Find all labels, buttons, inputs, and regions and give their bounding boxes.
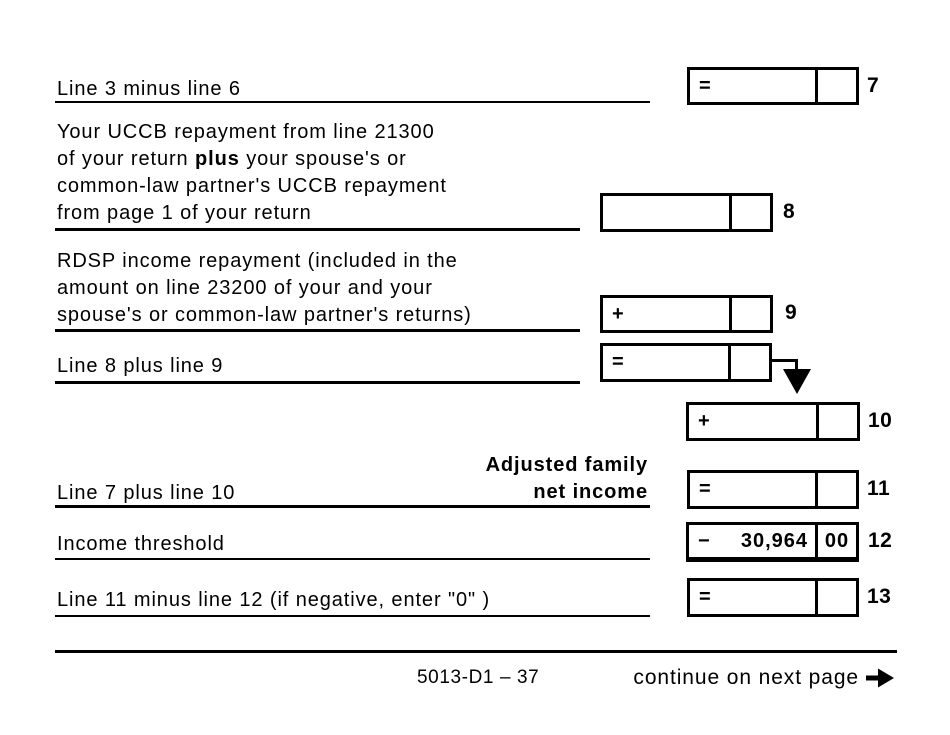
row12-label: Income threshold [57,533,225,555]
row9-label: RDSP income repayment (included in the a… [57,248,472,329]
row9-label-line3: spouse's or common-law partner's returns… [57,304,472,326]
row12-cents-value: 00 [815,525,856,557]
row12-line-number: 12 [868,529,893,552]
row7-amount-box[interactable]: = [687,67,859,105]
flow-connector-horizontal [769,359,798,362]
row12-amount-box: − 30,964 00 [686,522,859,562]
row11-line-number: 11 [867,477,891,500]
row7-underline [55,101,650,103]
row10-plus-sign: + [698,410,710,432]
adjusted-family-heading-line1: Adjusted family [485,454,648,476]
row7-equals-sign: = [699,74,711,97]
row8-underline [55,228,580,231]
row13-equals-sign: = [699,586,711,608]
flow-connector-vertical [795,359,798,371]
row13-underline [55,615,650,617]
row7-line-number: 7 [867,74,880,97]
row8-label-line3: common-law partner's UCCB repayment [57,175,447,197]
sum89-equals-sign: = [612,351,624,373]
row11-equals-sign: = [699,478,711,500]
row8-label-line4: from page 1 of your return [57,202,312,224]
row9-label-line1: RDSP income repayment (included in the [57,250,458,272]
row9-plus-sign: + [612,302,624,325]
row13-line-number: 13 [867,585,892,608]
footer-divider [55,650,897,653]
row7-label: Line 3 minus line 6 [57,78,241,100]
adjusted-family-heading-line2: net income [533,481,648,503]
row9-underline [55,329,580,332]
row12-minus-sign: − [698,529,710,552]
flow-down-arrow-icon [783,369,811,394]
row10-line-number: 10 [868,409,893,432]
row13-cents-field[interactable] [815,581,856,614]
row9-line-number: 9 [785,301,798,324]
sum89-cents-field[interactable] [728,346,769,379]
continue-next-page-label: continue on next page [633,666,859,689]
form-page-identifier: 5013-D1 – 37 [417,667,540,688]
continue-next-page-note: continue on next page [633,666,895,690]
row8-cents-field[interactable] [729,196,770,229]
row10-amount-box[interactable]: + [686,402,860,441]
row12-dollars-value: 30,964 [740,529,808,552]
row8-label-line2: of your return plus your spouse's or [57,148,407,170]
sum89-underline [55,381,580,384]
row13-amount-box[interactable]: = [687,578,859,617]
row11-underline [55,505,650,508]
row10-cents-field[interactable] [816,405,857,438]
sum89-label: Line 8 plus line 9 [57,355,224,377]
row8-plus-emphasis: plus [195,148,240,170]
row12-underline [55,558,650,560]
sum89-amount-box[interactable]: = [600,343,772,382]
row11-cents-field[interactable] [815,473,856,506]
row9-cents-field[interactable] [729,298,770,330]
row8-label: Your UCCB repayment from line 21300 of y… [57,119,447,227]
row7-cents-field[interactable] [815,70,856,102]
row9-label-line2: amount on line 23200 of your and your [57,277,433,299]
row9-amount-box[interactable]: + [600,295,773,333]
row11-amount-box[interactable]: = [687,470,859,509]
row8-amount-box[interactable] [600,193,773,232]
right-arrow-icon [865,667,895,689]
row13-label: Line 11 minus line 12 (if negative, ente… [57,589,491,611]
row8-label-line1: Your UCCB repayment from line 21300 [57,121,435,143]
row11-label: Line 7 plus line 10 [57,482,236,504]
row8-line-number: 8 [783,200,796,223]
